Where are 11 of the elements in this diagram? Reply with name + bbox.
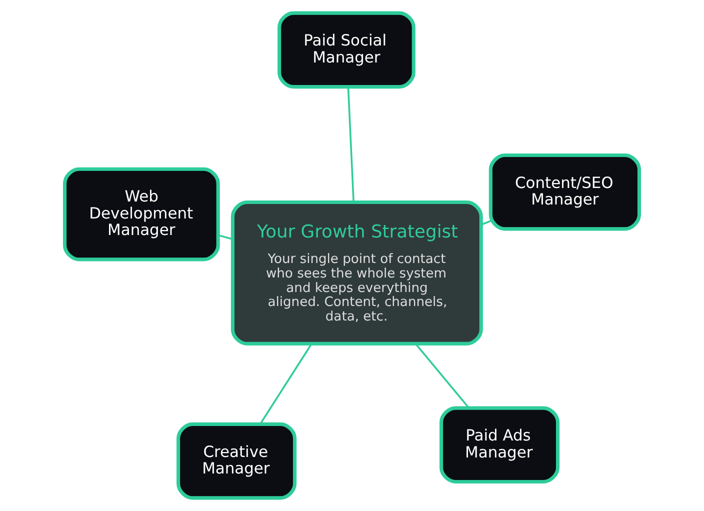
node-box: Content/SEO Manager [488, 153, 642, 231]
connector [259, 344, 312, 425]
connector [218, 234, 233, 240]
connector [415, 343, 470, 409]
connector [347, 86, 354, 202]
connector [480, 220, 491, 226]
node-box: Paid Social Manager [278, 11, 416, 89]
node-box: Your Growth Strategist Your single point of contact who sees the whole system and keeps everything aligned. Content, channels, data, etc. [230, 200, 483, 346]
node-box: Paid Ads Manager [439, 406, 560, 484]
node-box: Creative Manager [176, 422, 297, 500]
node-box: Web Development Manager [62, 167, 220, 262]
